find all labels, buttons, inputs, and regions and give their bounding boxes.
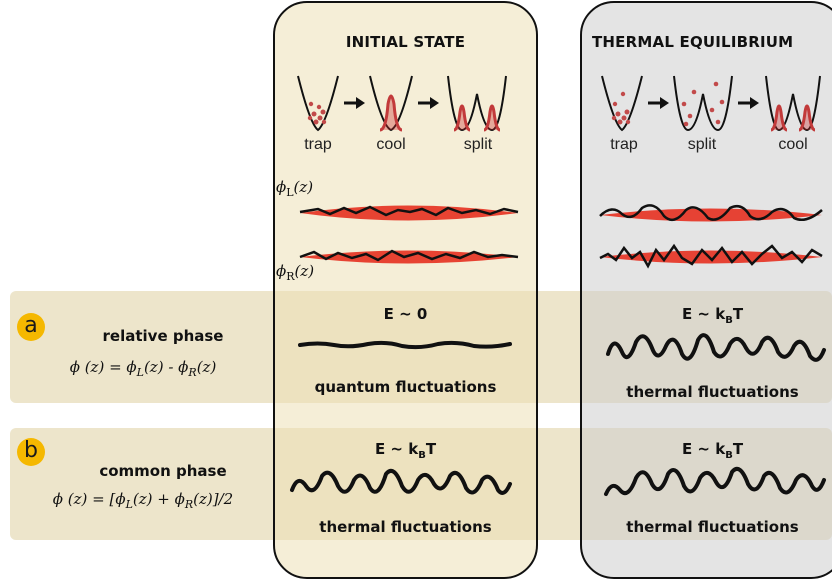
initial-split-potential-icon xyxy=(447,75,507,132)
thermal-equilibrium-title: THERMAL EQUILIBRIUM xyxy=(592,33,794,51)
common-phase-title: common phase xyxy=(99,462,227,480)
arrow-icon xyxy=(648,97,669,109)
common-phase-formula: ϕ (z) = [ϕL(z) + ϕR(z)]/2 xyxy=(52,490,234,511)
thermal-right-condensate xyxy=(599,243,823,269)
initial-cool-potential-icon xyxy=(369,75,413,132)
initial-left-condensate xyxy=(299,205,519,221)
initial-right-condensate xyxy=(299,249,519,264)
step-label: split xyxy=(463,136,493,153)
initial-relative-energy: E ~ 0 xyxy=(383,305,428,323)
step-label: cool xyxy=(376,136,406,153)
thermal-fluctuation-trace xyxy=(606,333,826,362)
thermal-relative-energy: E ~ kBT xyxy=(681,305,744,326)
row-a-badge: a xyxy=(17,313,45,341)
step-label: trap xyxy=(610,136,638,153)
initial-common-energy: E ~ kBT xyxy=(374,440,437,461)
thermal-fluctuations-label: thermal fluctuations xyxy=(626,518,799,536)
thermal-fluctuation-trace xyxy=(290,469,512,495)
thermal-trap-potential-icon xyxy=(601,75,643,132)
quantum-fluctuation-trace xyxy=(298,340,512,350)
initial-trap-potential-icon xyxy=(297,75,339,132)
step-label: trap xyxy=(304,136,332,153)
step-label: split xyxy=(687,136,717,153)
quantum-fluctuations-label: quantum fluctuations xyxy=(314,378,497,396)
phi-left-label: ϕL(z) xyxy=(276,178,314,199)
thermal-fluctuations-label: thermal fluctuations xyxy=(319,518,492,536)
row-b-badge: b xyxy=(17,438,45,466)
arrow-icon xyxy=(418,97,439,109)
thermal-left-condensate xyxy=(599,204,823,222)
thermal-split-potential-icon xyxy=(673,75,733,132)
thermal-common-energy: E ~ kBT xyxy=(681,440,744,461)
step-label: cool xyxy=(778,136,808,153)
arrow-icon xyxy=(738,97,759,109)
arrow-icon xyxy=(344,97,365,109)
relative-phase-formula: ϕ (z) = ϕL(z) - ϕR(z) xyxy=(69,358,217,379)
thermal-cool-potential-icon xyxy=(765,75,821,132)
relative-phase-title: relative phase xyxy=(102,327,224,345)
phi-right-label: ϕR(z) xyxy=(276,262,315,283)
initial-state-title: INITIAL STATE xyxy=(345,33,466,51)
thermal-fluctuations-label: thermal fluctuations xyxy=(626,383,799,401)
thermal-fluctuation-trace xyxy=(604,467,826,496)
